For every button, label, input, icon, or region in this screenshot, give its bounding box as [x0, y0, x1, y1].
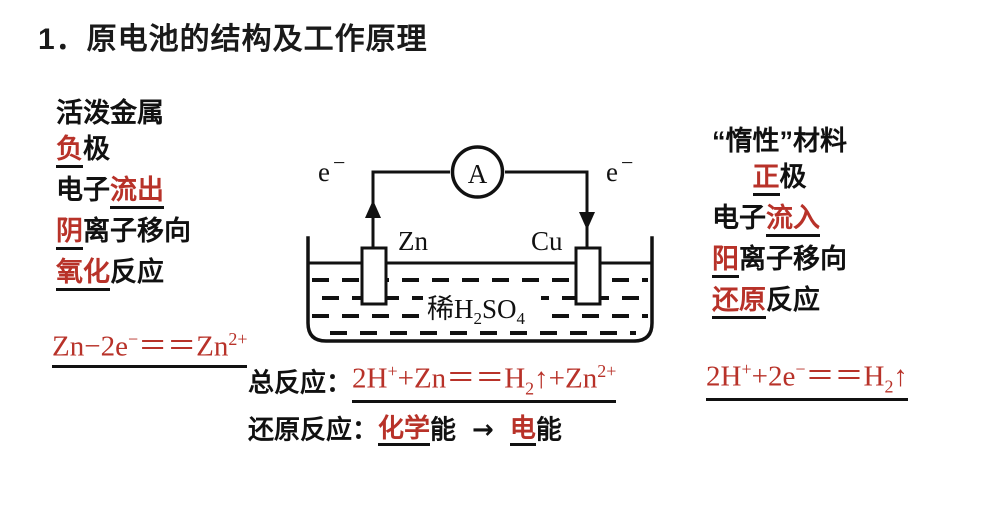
anode-line-oxidation: 氧化反应	[56, 259, 191, 291]
electrical-energy-keyword: 电	[509, 415, 536, 446]
beaker-outline	[306, 236, 654, 343]
overall-reaction-label: 总反应：	[248, 367, 353, 398]
cathode-electrode-suffix: 极	[779, 162, 807, 192]
galvanic-cell-diagram: A e − e − Zn Cu 稀H2SO4	[300, 138, 660, 348]
cathode-positive-keyword: 正	[752, 164, 780, 196]
cathode-reduction-keyword: 还原	[712, 287, 766, 319]
cathode-inert-material-text: “惰性”材料	[712, 126, 847, 156]
anode-line-negative-electrode: 负极	[56, 136, 191, 168]
conversion-arrow-icon: →	[472, 415, 494, 446]
anode-electrode-suffix: 极	[83, 134, 110, 164]
overall-eq-c-sub: 2	[525, 378, 535, 399]
energy-conversion-label: 还原反应：	[248, 415, 379, 446]
anode-line-anion-migration: 阴离子移向	[56, 218, 191, 250]
overall-reaction-line: 总反应：2H++Zn＝＝H2↑+Zn2+	[248, 361, 617, 404]
cathode-eq-lead: 2H	[706, 360, 742, 393]
anode-annotation-column: 活泼金属 负极 电子流出 阴离子移向 氧化反应	[56, 100, 191, 300]
electrolyte-h-subscript: 2	[474, 309, 483, 328]
overall-reaction-equation-body: 2H++Zn＝＝H2↑+Zn2+	[352, 361, 617, 404]
overall-eq-a-sup: +	[387, 361, 398, 381]
cathode-eq-mid: +2e	[751, 360, 796, 393]
cathode-eq-tail: H	[863, 360, 885, 393]
anode-outflow-keyword: 流出	[110, 177, 164, 209]
anode-eq-equals: ＝＝	[138, 330, 197, 363]
anode-half-reaction-equation: Zn−2e−＝＝Zn2+	[52, 329, 248, 368]
cathode-line-positive-electrode: 正极	[712, 164, 847, 196]
anode-eq-tail-sup: 2+	[228, 329, 248, 349]
overall-eq-c: H	[504, 362, 526, 395]
cathode-line-reduction: 还原反应	[712, 287, 847, 319]
electrolyte-label-backdrop	[423, 292, 541, 324]
electron-label-right: e	[606, 157, 618, 187]
zinc-electrode	[360, 246, 388, 306]
summary-equations-block: 总反应：2H++Zn＝＝H2↑+Zn2+ 还原反应：化学能→电能	[248, 361, 617, 457]
cathode-line-inert-material: “惰性”材料	[712, 128, 847, 155]
anode-line-electron-outflow: 电子流出	[56, 177, 191, 209]
copper-electrode	[574, 246, 602, 306]
anode-anion-keyword: 阴	[56, 218, 83, 250]
electrolyte-so-subscript: 4	[517, 309, 526, 328]
cathode-annotation-column: “惰性”材料 正极 电子流入 阳离子移向 还原反应	[712, 128, 847, 328]
chemical-energy-suffix: 能	[430, 415, 457, 446]
cathode-electron-prefix: 电子	[712, 203, 766, 233]
anode-negative-keyword: 负	[56, 136, 83, 168]
cathode-eq-gas-arrow-icon: ↑	[893, 360, 908, 393]
electrolyte-h: H	[454, 294, 474, 324]
overall-eq-gas-arrow-icon: ↑	[534, 362, 549, 395]
anode-eq-tail: Zn	[196, 330, 229, 363]
anode-equation-body: Zn−2e−＝＝Zn2+	[52, 329, 248, 368]
overall-eq-d: +Zn	[548, 362, 598, 395]
copper-electrode-label: Cu	[531, 226, 563, 256]
overall-eq-d-sup: 2+	[597, 361, 617, 381]
overall-reaction-equation: 2H++Zn＝＝H2↑+Zn2+	[352, 361, 617, 404]
anode-eq-lead: Zn−2e	[52, 330, 128, 363]
cathode-reaction-suffix: 反应	[766, 285, 820, 315]
page-title: 1．原电池的结构及工作原理	[38, 23, 428, 56]
overall-eq-b: +Zn	[397, 362, 447, 395]
electrolyte-so: SO	[482, 294, 517, 324]
electrolyte-prefix: 稀	[427, 294, 454, 324]
electron-label-left: e	[318, 157, 330, 187]
anode-reaction-suffix: 反应	[110, 257, 164, 287]
electron-label-right-superscript: −	[621, 150, 633, 175]
electron-flow-down-arrow-icon	[579, 212, 595, 230]
cell-diagram-svg: A e − e − Zn Cu 稀H2SO4	[306, 145, 654, 343]
cathode-half-reaction-equation: 2H++2e−＝＝H2↑	[706, 359, 908, 402]
cathode-migration-text: 离子移向	[739, 244, 847, 274]
cathode-line-cation-migration: 阳离子移向	[712, 246, 847, 278]
chemical-energy-keyword: 化学	[378, 415, 431, 446]
anode-line-active-metal: 活泼金属	[56, 100, 191, 127]
anode-oxidation-keyword: 氧化	[56, 259, 110, 291]
cathode-line-electron-inflow: 电子流入	[712, 205, 847, 237]
cathode-eq-equals: ＝＝	[805, 360, 864, 393]
electron-flow-up-arrow-icon	[365, 200, 381, 218]
cathode-eq-mid-sup: −	[795, 359, 806, 379]
anode-eq-lead-sup: −	[127, 329, 139, 349]
electron-label-left-superscript: −	[333, 150, 345, 175]
energy-conversion-line: 还原反应：化学能→电能	[248, 414, 616, 446]
electrolyte-label: 稀H2SO4	[427, 294, 526, 328]
ammeter-icon	[450, 145, 505, 199]
cathode-inflow-keyword: 流入	[766, 205, 820, 237]
cathode-cation-keyword: 阳	[712, 246, 739, 278]
ammeter-label: A	[468, 159, 488, 189]
anode-active-metal-text: 活泼金属	[56, 98, 164, 128]
zinc-electrode-label: Zn	[398, 226, 428, 256]
electrical-energy-suffix: 能	[535, 415, 562, 446]
cathode-eq-tail-sub: 2	[884, 376, 894, 397]
cathode-equation-body: 2H++2e−＝＝H2↑	[706, 359, 908, 402]
anode-electron-prefix: 电子	[56, 175, 110, 205]
overall-eq-a: 2H	[352, 362, 388, 395]
anode-migration-text: 离子移向	[83, 216, 191, 246]
cathode-eq-lead-sup: +	[741, 359, 752, 379]
overall-eq-equals: ＝＝	[446, 362, 505, 395]
